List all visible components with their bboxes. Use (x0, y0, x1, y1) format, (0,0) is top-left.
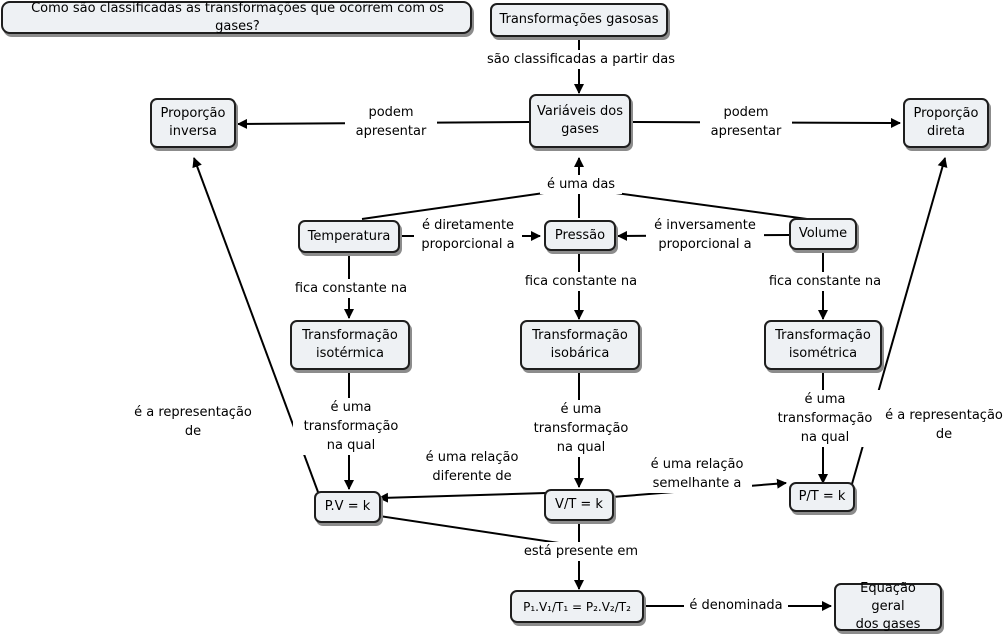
link-representacao-left: é a representação de (126, 403, 260, 441)
link-e-uma-das: é uma das (540, 175, 622, 194)
focus-question: Como são classificadas as transformações… (1, 1, 472, 34)
node-volume[interactable]: Volume (789, 218, 857, 250)
node-equacao-combinada[interactable]: P₁.V₁/T₁ = P₂.V₂/T₂ (510, 590, 644, 623)
link-esta-presente-em: está presente em (510, 542, 652, 561)
node-transformacao-isometrica[interactable]: Transformação isométrica (764, 320, 882, 370)
link-e-denominada: é denominada (684, 596, 788, 615)
link-constante-volume: fica constante na (760, 272, 890, 291)
node-vt-k[interactable]: V/T = k (544, 489, 614, 521)
link-representacao-right: é a representação de (880, 406, 1005, 444)
link-constante-temperatura: fica constante na (286, 279, 416, 298)
link-relacao-diferente: é uma relação diferente de (418, 448, 526, 486)
link-transformacao-na-qual-isobarica: é uma transformação na qual (523, 400, 639, 457)
link-classificadas: são classificadas a partir das (480, 50, 682, 69)
node-proporcao-direta[interactable]: Proporção direta (903, 98, 989, 148)
node-pt-k[interactable]: P/T = k (789, 482, 855, 512)
link-inversamente-proporcional: é inversamente proporcional a (646, 216, 764, 254)
link-diretamente-proporcional: é diretamente proporcional a (414, 216, 522, 254)
link-transformacao-na-qual-isometrica: é uma transformação na qual (767, 390, 883, 447)
node-pv-k[interactable]: P.V = k (314, 491, 381, 523)
link-constante-pressao: fica constante na (516, 272, 646, 291)
node-transformacoes-gasosas[interactable]: Transformações gasosas (490, 3, 668, 37)
node-equacao-geral-dos-gases[interactable]: Equação geral dos gases (834, 581, 942, 632)
node-pressao[interactable]: Pressão (544, 220, 616, 251)
node-variaveis-dos-gases[interactable]: Variáveis dos gases (529, 94, 631, 148)
link-transformacao-na-qual-isotermica: é uma transformação na qual (293, 398, 409, 455)
node-transformacao-isotermica[interactable]: Transformação isotérmica (290, 320, 410, 370)
node-transformacao-isobarica[interactable]: Transformação isobárica (520, 320, 640, 370)
link-podem-apresentar-left: podem apresentar (345, 103, 437, 141)
link-relacao-semelhante: é uma relação semelhante a (642, 455, 752, 493)
node-proporcao-inversa[interactable]: Proporção inversa (150, 98, 236, 148)
link-podem-apresentar-right: podem apresentar (700, 103, 792, 141)
node-temperatura[interactable]: Temperatura (298, 220, 400, 253)
